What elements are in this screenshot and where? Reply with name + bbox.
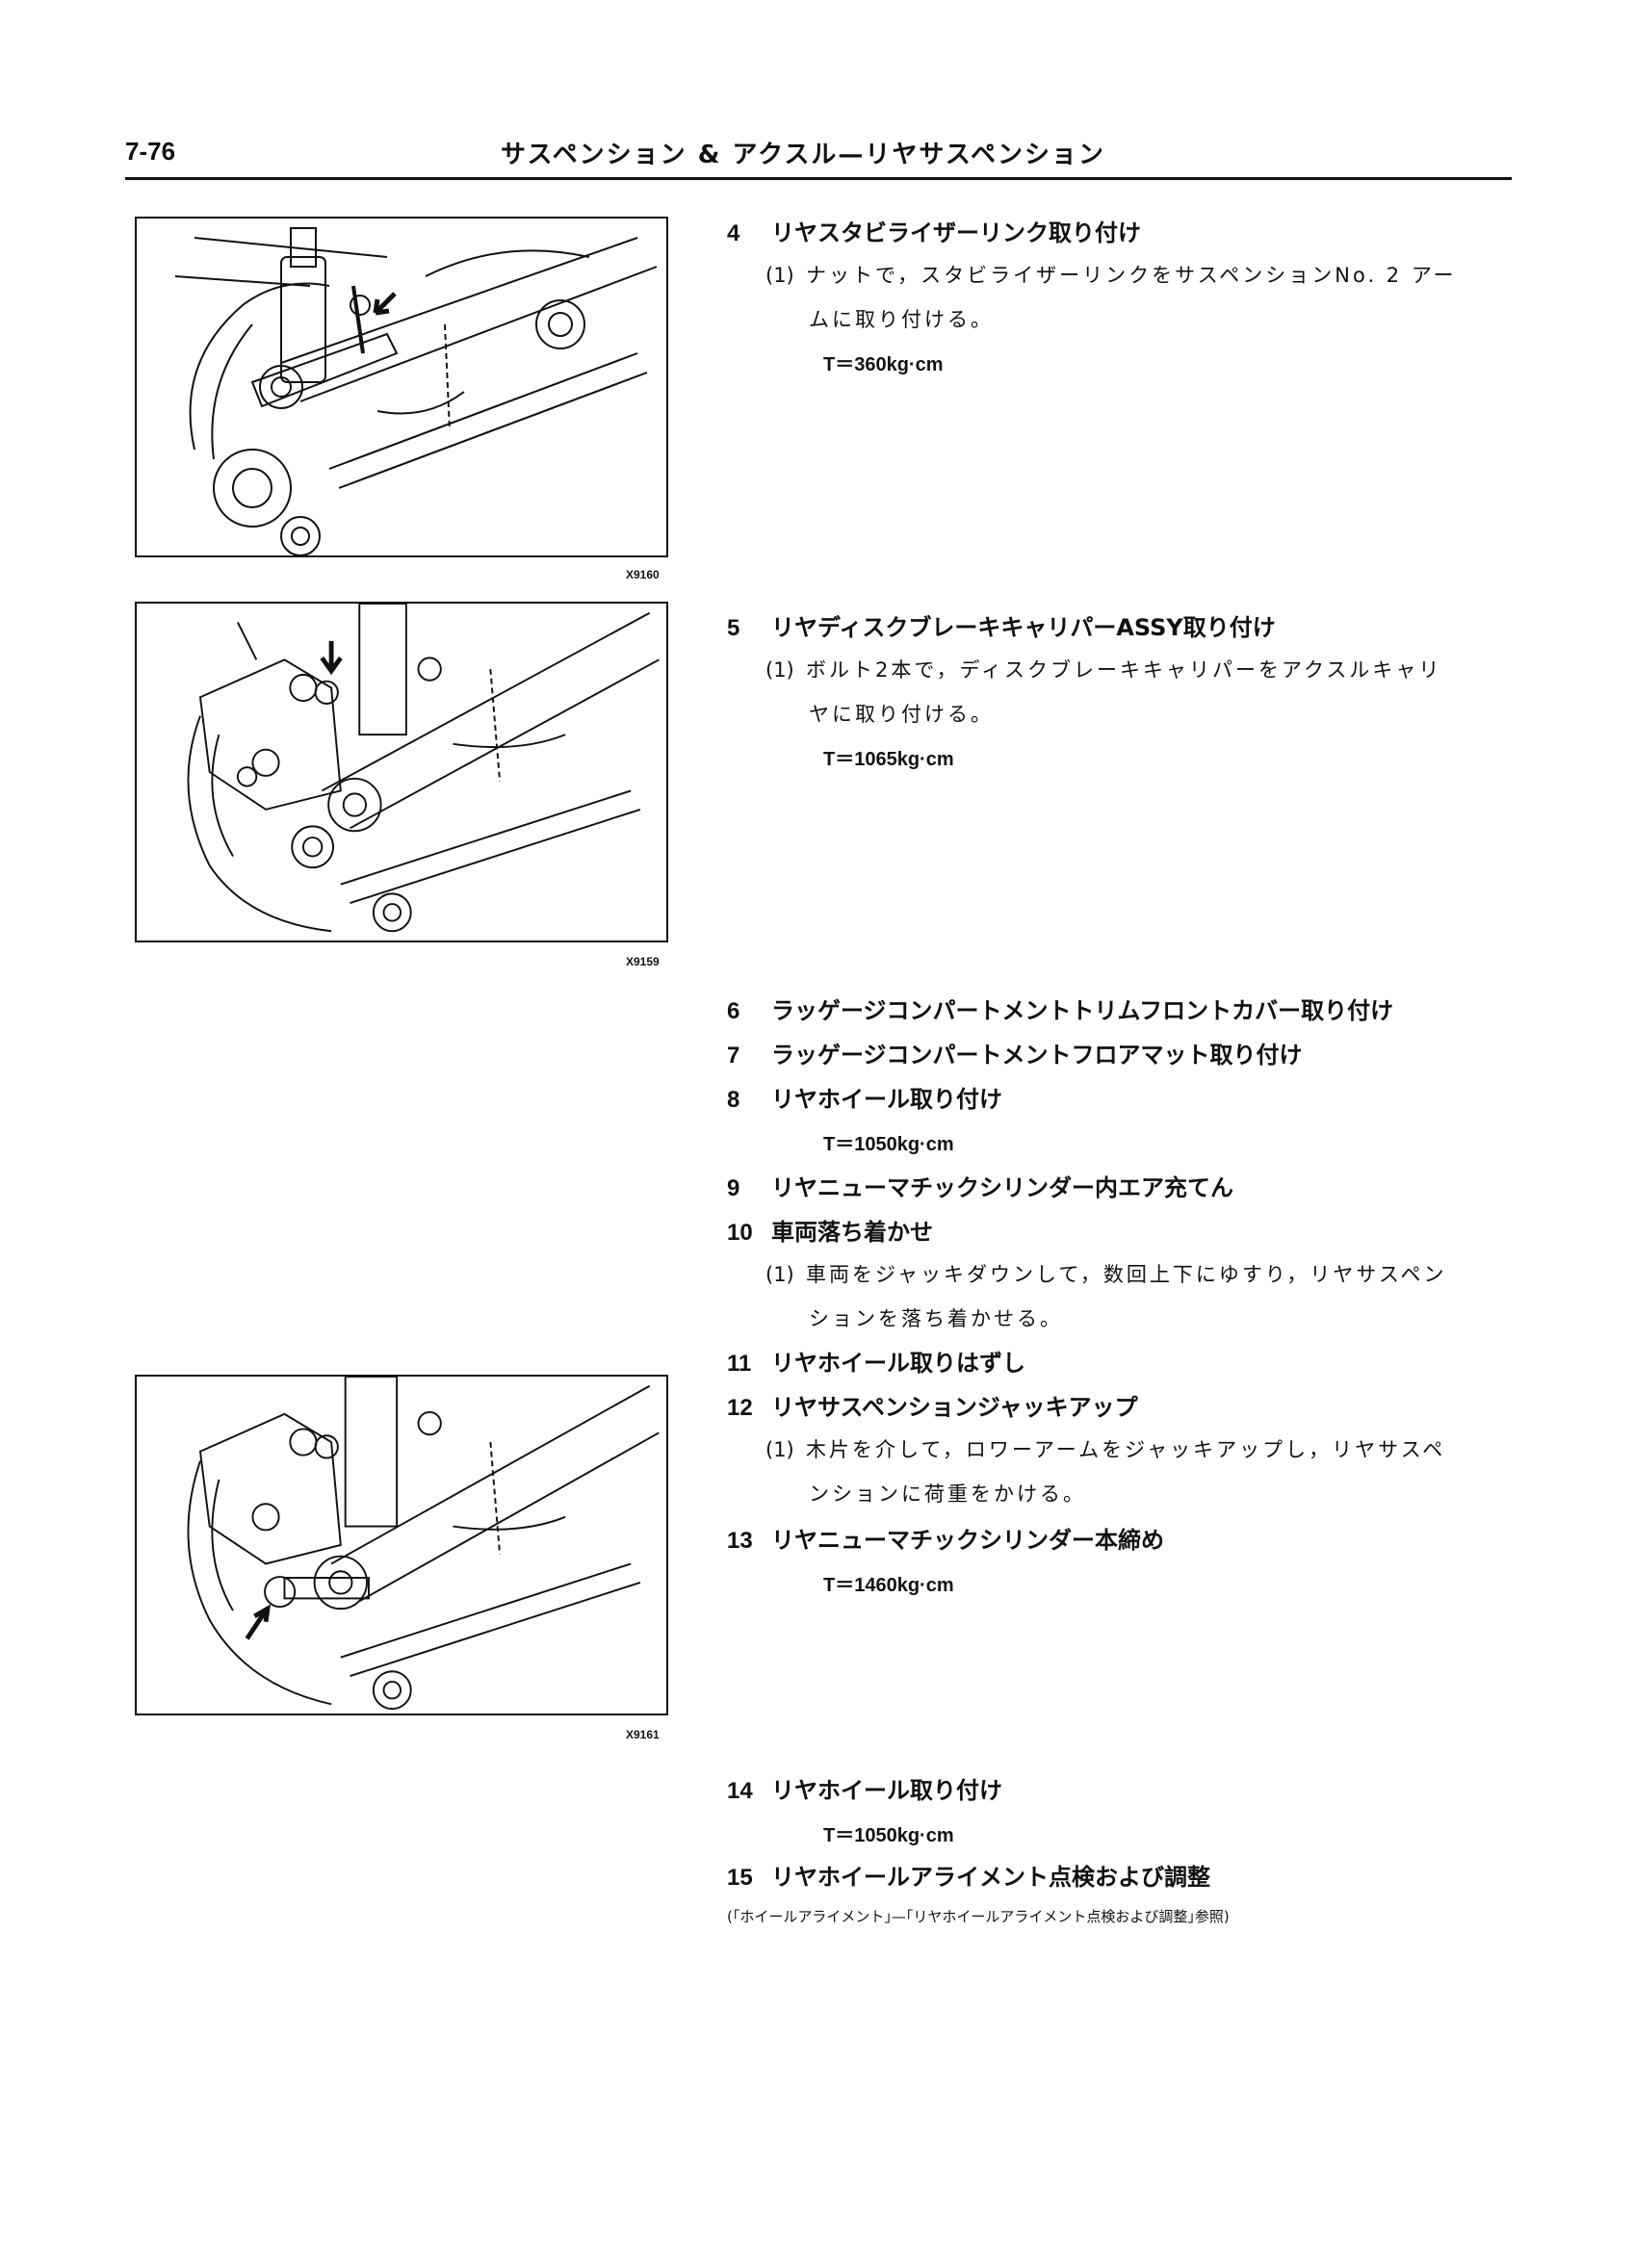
substep-text: ボルト2本で，ディスクブレーキキャリパーをアクスルキャリ [806, 658, 1442, 682]
substep-number: (1) [765, 1438, 794, 1461]
step-title: リヤディスクブレーキキャリパーASSY取り付け [771, 614, 1276, 641]
page-header: 7-76 サスペンション & アクスル—リヤサスペンション [125, 135, 1512, 180]
torque-spec: T＝1050kg·cm [823, 1134, 954, 1155]
step-8-heading: 8 リヤホイール取り付け [727, 1080, 1002, 1114]
substep-continuation: ションを落ち着かせる。 [809, 1307, 1063, 1330]
step-number: 5 [727, 615, 740, 641]
step-12-substep: (1) 木片を介して，ロワーアームをジャッキアップし，リヤサスペ [765, 1434, 1445, 1463]
illustration-stabilizer-link [135, 217, 668, 557]
step-number: 11 [727, 1351, 752, 1377]
cross-reference: (｢ホイールアライメント｣—｢リヤホイールアライメント点検および調整｣参照) [727, 1908, 1230, 1925]
step-number: 4 [727, 220, 740, 246]
step-number: 10 [727, 1220, 753, 1246]
torque-spec: T＝360kg·cm [823, 354, 944, 375]
figure-code: X9161 [626, 1728, 660, 1741]
substep-continuation: ンションに荷重をかける。 [809, 1482, 1086, 1506]
step-14-heading: 14 リヤホイール取り付け [727, 1771, 1002, 1805]
step-9-heading: 9 リヤニューマチックシリンダー内エア充てん [727, 1169, 1233, 1202]
torque-spec: T＝1050kg·cm [823, 1825, 954, 1846]
substep-text: ナットで，スタビライザーリンクをサスペンションNo. 2 アー [806, 264, 1457, 287]
figure-code: X9159 [626, 955, 660, 968]
step-number: 12 [727, 1395, 753, 1421]
step-4-heading: 4 リヤスタビライザーリンク取り付け [727, 214, 1141, 247]
step-10-heading: 10 車両落ち着かせ [727, 1213, 933, 1247]
step-6-heading: 6 ラッゲージコンパートメントトリムフロントカバー取り付け [727, 992, 1393, 1025]
step-title: リヤニューマチックシリンダー内エア充てん [771, 1174, 1233, 1201]
step-12-heading: 12 リヤサスペンションジャッキアップ [727, 1388, 1138, 1422]
step-title: ラッゲージコンパートメントトリムフロントカバー取り付け [771, 997, 1394, 1024]
substep-text: 車両をジャッキダウンして，数回上下にゆすり，リヤサスペン [806, 1263, 1447, 1286]
step-4-substep: (1) ナットで，スタビライザーリンクをサスペンションNo. 2 アー [765, 260, 1457, 289]
step-number: 14 [727, 1778, 753, 1804]
step-5-heading: 5 リヤディスクブレーキキャリパーASSY取り付け [727, 608, 1276, 642]
substep-number: (1) [765, 658, 794, 682]
step-number: 8 [727, 1087, 740, 1113]
step-number: 7 [727, 1043, 740, 1069]
substep-continuation: ムに取り付ける。 [809, 308, 994, 331]
step-title: リヤニューマチックシリンダー本締め [771, 1527, 1164, 1554]
step-number: 9 [727, 1175, 740, 1201]
step-15-heading: 15 リヤホイールアライメント点検および調整 [727, 1858, 1210, 1892]
step-title: リヤサスペンションジャッキアップ [771, 1394, 1138, 1421]
step-13-heading: 13 リヤニューマチックシリンダー本締め [727, 1521, 1164, 1555]
step-number: 6 [727, 998, 740, 1024]
substep-text: 木片を介して，ロワーアームをジャッキアップし，リヤサスペ [806, 1438, 1446, 1461]
torque-spec: T＝1065kg·cm [823, 749, 954, 770]
figure-code: X9160 [626, 568, 660, 581]
illustration-pneumatic-cylinder [135, 1375, 668, 1715]
illustration-brake-caliper [135, 602, 668, 942]
step-title: リヤホイール取り付け [771, 1777, 1002, 1804]
torque-spec: T＝1460kg·cm [823, 1575, 954, 1596]
page-number: 7-76 [125, 137, 176, 166]
substep-number: (1) [765, 1263, 794, 1286]
step-title: リヤホイールアライメント点検および調整 [771, 1864, 1210, 1891]
step-title: 車両落ち着かせ [771, 1219, 933, 1246]
step-10-substep: (1) 車両をジャッキダウンして，数回上下にゆすり，リヤサスペン [765, 1259, 1447, 1288]
step-number: 13 [727, 1528, 753, 1554]
section-title: サスペンション & アクスル—リヤサスペンション [501, 141, 1106, 169]
step-title: リヤホイール取り付け [771, 1086, 1002, 1113]
step-title: リヤスタビライザーリンク取り付け [771, 219, 1141, 246]
step-title: リヤホイール取りはずし [771, 1350, 1025, 1377]
substep-number: (1) [765, 264, 794, 287]
step-7-heading: 7 ラッゲージコンパートメントフロアマット取り付け [727, 1036, 1303, 1070]
step-5-substep: (1) ボルト2本で，ディスクブレーキキャリパーをアクスルキャリ [765, 655, 1441, 683]
substep-continuation: ヤに取り付ける。 [809, 703, 994, 726]
step-title: ラッゲージコンパートメントフロアマット取り付け [771, 1042, 1303, 1069]
step-number: 15 [727, 1865, 753, 1891]
step-11-heading: 11 リヤホイール取りはずし [727, 1344, 1025, 1378]
